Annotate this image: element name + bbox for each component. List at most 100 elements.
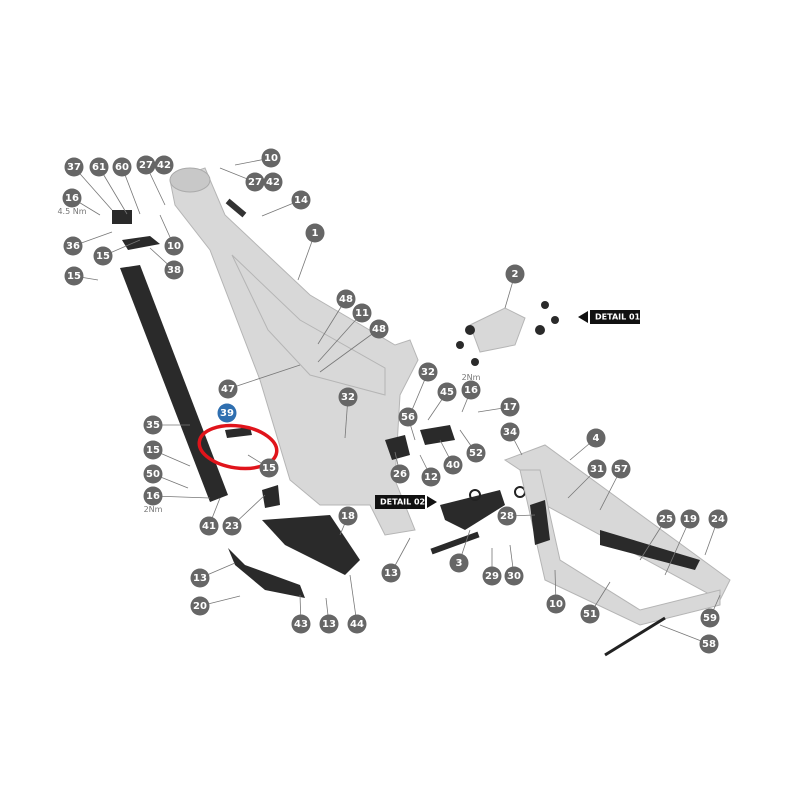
callout-circle	[291, 190, 311, 210]
callout-number: 57	[614, 464, 628, 475]
part-callout-10: 10	[164, 236, 184, 256]
callout-number: 37	[67, 162, 81, 173]
callout-number: 24	[711, 514, 725, 525]
callout-circle	[611, 459, 631, 479]
part-callout-23: 23	[222, 516, 242, 536]
callout-circle	[263, 172, 283, 192]
callout-circle	[505, 264, 525, 284]
callout-circle	[500, 422, 520, 442]
part-callout-36: 36	[63, 236, 83, 256]
callout-number: 13	[193, 573, 207, 584]
callout-circle	[222, 516, 242, 536]
callout-circle	[338, 387, 358, 407]
callout-circle	[500, 397, 520, 417]
leader-line	[227, 364, 301, 390]
callout-circle	[700, 608, 720, 628]
callout-circle	[154, 155, 174, 175]
part-callout-51: 51	[580, 604, 600, 624]
arrow-icon	[427, 496, 437, 508]
callout-number: 58	[702, 639, 716, 650]
callout-circle	[164, 260, 184, 280]
part-callout-39: 39	[217, 403, 237, 423]
callout-number: 43	[294, 619, 308, 630]
detail-marker-2: DETAIL 02	[375, 495, 437, 509]
callout-circle	[143, 415, 163, 435]
callout-number: 42	[157, 160, 171, 171]
callout-circle	[93, 246, 113, 266]
callout-number: 27	[139, 160, 153, 171]
callout-number: 40	[446, 460, 460, 471]
callout-circle	[449, 553, 469, 573]
callout-circle	[546, 594, 566, 614]
callout-circle	[369, 319, 389, 339]
callout-circle	[390, 464, 410, 484]
rocker-link	[456, 301, 559, 366]
callout-circle	[143, 464, 163, 484]
callout-circle	[64, 157, 84, 177]
part-callout-4: 4	[586, 428, 606, 448]
callout-circle	[352, 303, 372, 323]
part-callout-41: 41	[199, 516, 219, 536]
arrow-icon	[578, 311, 588, 323]
callout-circle	[443, 455, 463, 475]
part-callout-35: 35	[143, 415, 163, 435]
callout-number: 52	[469, 448, 483, 459]
part-callout-31: 31	[587, 459, 607, 479]
part-callout-19: 19	[680, 509, 700, 529]
callout-circle	[305, 223, 325, 243]
callout-number: 19	[683, 514, 697, 525]
callout-circle	[319, 614, 339, 634]
callout-circle	[699, 634, 719, 654]
callout-number: 20	[193, 601, 207, 612]
callout-number: 13	[384, 568, 398, 579]
callout-number: 18	[341, 511, 355, 522]
callout-circle	[261, 148, 281, 168]
part-callout-59: 59	[700, 608, 720, 628]
part-callout-40: 40	[443, 455, 463, 475]
callout-circle	[504, 566, 524, 586]
part-callout-32: 32	[338, 387, 358, 407]
callout-number: 56	[401, 412, 415, 423]
main-frame	[169, 167, 419, 536]
leader-line	[319, 328, 380, 373]
callout-number: 16	[146, 491, 160, 502]
part-callout-34: 34	[500, 422, 520, 442]
callout-circle	[587, 459, 607, 479]
part-callout-42: 42	[263, 172, 283, 192]
part-callout-1: 1	[305, 223, 325, 243]
callout-number: 44	[350, 619, 364, 630]
part-callout-27: 27	[136, 155, 156, 175]
callout-circle	[421, 467, 441, 487]
callout-circle	[62, 188, 82, 208]
callout-number: 51	[583, 609, 597, 620]
callout-number: 42	[266, 177, 280, 188]
callout-number: 15	[262, 463, 276, 474]
detail-label: DETAIL 01	[595, 313, 641, 322]
callout-number: 2	[512, 269, 519, 280]
callout-number: 30	[507, 571, 521, 582]
callout-circle	[338, 506, 358, 526]
callout-number: 10	[167, 241, 181, 252]
leader-line	[73, 166, 113, 211]
callout-number: 14	[294, 195, 308, 206]
part-callout-14: 14	[291, 190, 311, 210]
callout-circle	[64, 266, 84, 286]
callout-number: 25	[659, 514, 673, 525]
part-callout-13: 13	[190, 568, 210, 588]
callout-circle	[89, 157, 109, 177]
callout-number: 23	[225, 521, 239, 532]
callout-number: 10	[264, 153, 278, 164]
callout-number: 4	[593, 433, 600, 444]
part-callout-20: 20	[190, 596, 210, 616]
part-callout-15: 15	[93, 246, 113, 266]
callout-circle	[708, 509, 728, 529]
part-callout-26: 26	[390, 464, 410, 484]
callout-circle	[497, 506, 517, 526]
detail-marker-1: DETAIL 01	[578, 310, 641, 324]
leader-line	[664, 518, 691, 576]
part-callout-10: 10	[261, 148, 281, 168]
part-callout-10: 10	[546, 594, 566, 614]
callout-circle	[218, 379, 238, 399]
callout-circle	[466, 443, 486, 463]
